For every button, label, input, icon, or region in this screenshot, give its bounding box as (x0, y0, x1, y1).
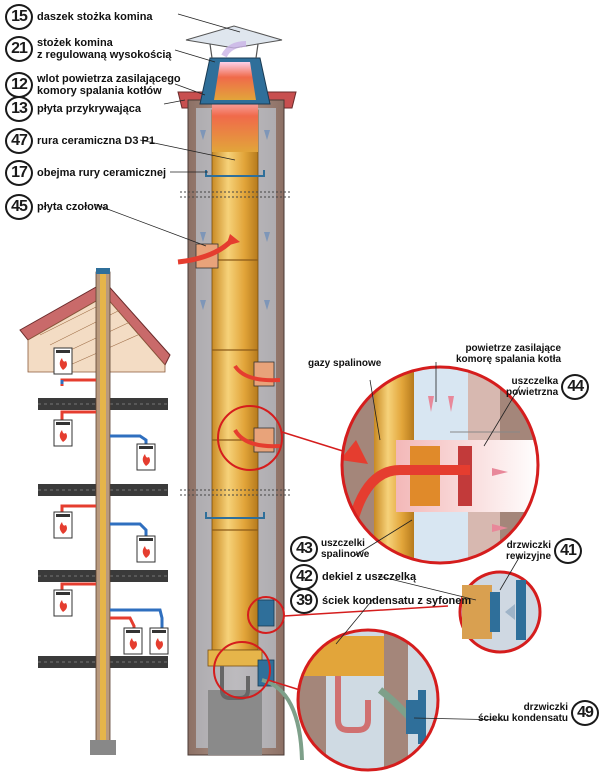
label-49-line2: ścieku kondensatu (478, 713, 569, 724)
label-21-text: stożek komina z regulowaną wysokością (37, 37, 172, 61)
label-21-line1: stożek komina (37, 37, 113, 49)
label-49: drzwiczki ścieku kondensatu 49 (478, 700, 600, 726)
detail-condensate (296, 628, 440, 772)
detail-inspection-door (458, 570, 542, 654)
label-49-line1: drzwiczki (523, 702, 569, 713)
boiler-icon (53, 589, 73, 617)
label-12-number: 12 (5, 72, 33, 98)
label-12-text: wlot powietrza zasilającego komory spala… (37, 73, 181, 97)
label-21: 21 stożek komina z regulowaną wysokością (5, 36, 172, 62)
label-42-text: dekiel z uszczelką (322, 571, 417, 583)
label-17: 17 obejma rury ceramicznej (5, 160, 166, 186)
label-42-number: 42 (290, 564, 318, 590)
label-44-text: uszczelka powietrzna (506, 376, 558, 398)
label-15: 15 daszek stożka komina (5, 4, 153, 30)
label-47-number: 47 (5, 128, 33, 154)
label-43-number: 43 (290, 536, 318, 562)
label-13-number: 13 (5, 96, 33, 122)
label-41: drzwiczki rewizyjne 41 (506, 538, 583, 564)
label-45-number: 45 (5, 194, 33, 220)
label-39-text: ściek kondensatu z syfonem (322, 595, 472, 607)
boiler-icon (53, 347, 73, 375)
label-49-number: 49 (571, 700, 600, 726)
callout-supply-air-line1: powietrze zasilające (465, 343, 562, 354)
label-41-number: 41 (554, 538, 583, 564)
label-12-line2: komory spalania kotłów (37, 85, 162, 97)
label-39-number: 39 (290, 588, 318, 614)
label-42: 42 dekiel z uszczelką (290, 564, 416, 590)
label-44-line1: uszczelka (511, 376, 559, 387)
label-21-line2: z regulowaną wysokością (37, 49, 172, 61)
label-49-text: drzwiczki ścieku kondensatu (478, 702, 568, 724)
boiler-icon (123, 627, 169, 655)
label-41-text: drzwiczki rewizyjne (506, 540, 551, 562)
label-15-text: daszek stożka komina (37, 11, 153, 23)
label-43-text: uszczelki spalinowe (321, 538, 369, 560)
callout-flue-gas-text: gazy spalinowe (308, 358, 382, 369)
callout-supply-air: powietrze zasilające komorę spalania kot… (456, 343, 561, 365)
label-47: 47 rura ceramiczna D3 P1 (5, 128, 155, 154)
label-17-number: 17 (5, 160, 33, 186)
label-41-line1: drzwiczki (506, 540, 552, 551)
label-43-line2: spalinowe (321, 549, 370, 560)
label-12: 12 wlot powietrza zasilającego komory sp… (5, 72, 181, 98)
label-13-text: płyta przykrywająca (37, 103, 141, 115)
label-43-line1: uszczelki (321, 538, 365, 549)
label-13: 13 płyta przykrywająca (5, 96, 141, 122)
label-41-line2: rewizyjne (506, 551, 552, 562)
label-12-line1: wlot powietrza zasilającego (37, 73, 181, 85)
label-21-number: 21 (5, 36, 33, 62)
leader-lines (93, 13, 521, 721)
label-44: uszczelka powietrzna 44 (506, 374, 590, 400)
label-39: 39 ściek kondensatu z syfonem (290, 588, 471, 614)
label-45: 45 płyta czołowa (5, 194, 109, 220)
label-45-text: płyta czołowa (37, 201, 109, 213)
boiler-icon (53, 511, 73, 539)
label-15-number: 15 (5, 4, 33, 30)
label-47-text: rura ceramiczna D3 P1 (37, 135, 156, 147)
boiler-icon (136, 443, 156, 471)
main-chimney (177, 25, 449, 761)
label-44-number: 44 (561, 374, 590, 400)
label-17-text: obejma rury ceramicznej (37, 167, 167, 179)
callout-supply-air-line2: komorę spalania kotła (456, 354, 562, 365)
label-44-line2: powietrzna (506, 387, 559, 398)
label-43: 43 uszczelki spalinowe (290, 536, 369, 562)
callout-flue-gas: gazy spalinowe (308, 358, 381, 369)
boiler-icon (136, 535, 156, 563)
building-section (19, 268, 171, 755)
boiler-icon (53, 419, 73, 447)
